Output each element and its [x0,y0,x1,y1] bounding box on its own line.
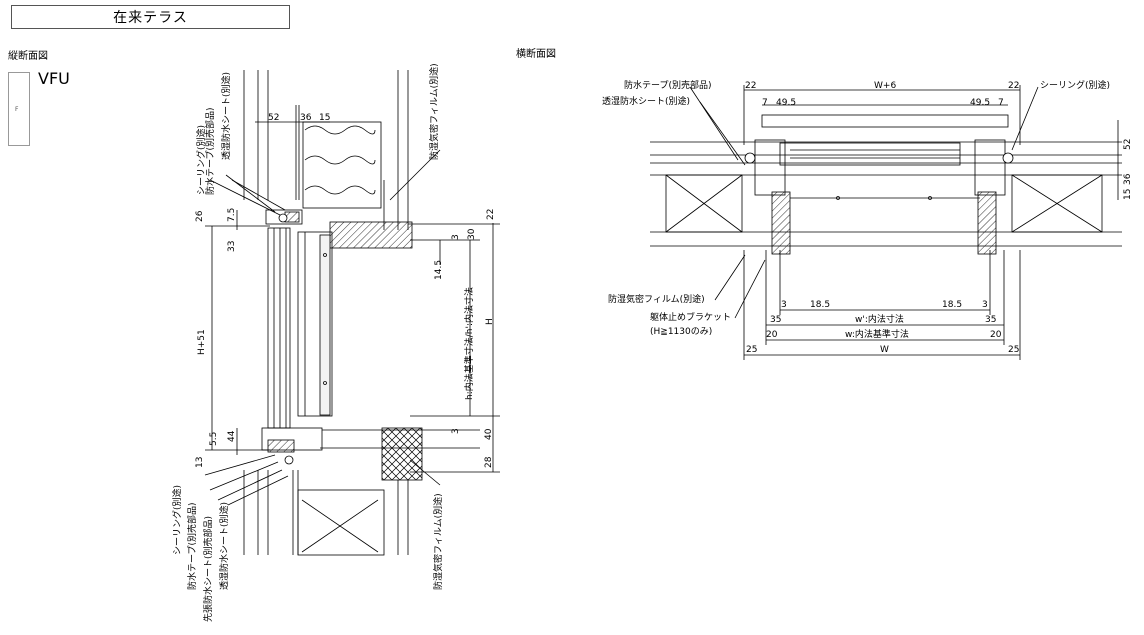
h-dim-52: 52 [1123,139,1133,150]
h-callout-bracket: 躯体止めブラケット [650,311,731,323]
v-dim-40: 40 [484,428,494,440]
h-callout-sealing: シーリング(別途) [1040,79,1110,91]
v-callout-film-bottom: 防湿気密フィルム(別途) [432,493,444,590]
h-dim-49-5-right: 49.5 [970,98,990,108]
h-dim-49-5-left: 49.5 [776,98,796,108]
h-dim-20-left: 20 [766,330,778,340]
v-callout-sheet-top: 透湿防水シート(別途) [220,72,232,160]
h-dim-18-5-left: 18.5 [810,300,830,310]
horizontal-section-labels: 防水テープ(別売部品) 透湿防水シート(別途) 防湿気密フィルム(別途) 躯体止… [602,79,1133,355]
v-callout-tape-bottom: 防水テープ(別売部品) [186,503,198,590]
h-dim-20-right: 20 [990,330,1002,340]
v-dim-h51: H+51 [197,329,207,355]
h-dim-W: W [880,345,889,355]
h-dim-22-right: 22 [1008,81,1019,91]
v-dim-3-bottom: 3 [451,428,461,434]
h-dim-w-std: w:内法基準寸法 [845,328,909,340]
h-dim-W6: W+6 [874,81,896,91]
v-dim-7-5: 7.5 [227,208,237,222]
h-callout-bracket-note: (H≧1130のみ) [650,326,712,337]
h-dim-7-right: 7 [998,98,1004,108]
page-title: 在来テラス [11,5,290,29]
horizontal-section-label: 横断面図 [516,49,556,60]
v-dim-36: 36 [300,113,312,123]
v-dim-5-5: 5.5 [209,432,219,446]
v-dim-22: 22 [486,209,496,220]
v-callout-film-top: 防湿気密フィルム(別途) [428,63,440,160]
v-dim-52: 52 [268,113,279,123]
h-callout-film: 防湿気密フィルム(別途) [608,293,705,305]
v-callout-presheet-bottom: 先張防水シート(別売部品) [202,516,214,622]
v-dim-33: 33 [227,241,237,252]
v-callout-sealing-top: シーリング(別途) [195,125,207,195]
v-callout-sealing-bottom: シーリング(別途) [171,485,183,555]
horizontal-section [650,85,1122,360]
h-dim-7-left: 7 [762,98,768,108]
vertical-section-labels: シーリング(別途) 防水テープ(別売部品) 透湿防水シート(別途) 防湿気密フィ… [171,63,496,622]
h-dim-18-5-right: 18.5 [942,300,962,310]
h-dim-w-inner: w':内法寸法 [855,313,904,325]
v-dim-3-top: 3 [451,234,461,240]
h-dim-25-left: 25 [746,345,757,355]
vertical-section-label: 縦断面図 [8,51,48,62]
h-dim-3-left: 3 [781,300,787,310]
h-dim-3-right: 3 [982,300,988,310]
v-dim-44: 44 [227,430,237,442]
v-dim-15: 15 [319,113,330,123]
h-callout-tape: 防水テープ(別売部品) [624,79,711,91]
legend-swatch: F [8,72,30,146]
v-dim-H: H [485,318,495,325]
v-dim-14-5: 14.5 [434,260,444,280]
h-callout-sheet: 透湿防水シート(別途) [602,95,690,107]
h-dim-35-left: 35 [770,315,781,325]
v-callout-sheet-bottom: 透湿防水シート(別途) [218,502,230,590]
v-dim-13: 13 [195,457,205,468]
h-dim-35-right: 35 [985,315,996,325]
h-dim-25-right: 25 [1008,345,1019,355]
v-dim-26: 26 [195,210,205,222]
h-dim-22-left: 22 [745,81,756,91]
v-dim-h-inner: h:内法基準寸法/h':内法寸法 [463,287,475,400]
v-dim-28: 28 [484,456,494,468]
vertical-section [204,70,500,556]
v-dim-30: 30 [467,228,477,240]
h-dim-36: 36 [1123,173,1133,185]
legend-name: VFU [38,69,70,88]
v-callout-tape-top: 防水テープ(別売部品) [204,108,216,195]
legend-mark: F [15,106,19,113]
h-dim-15: 15 [1123,189,1133,200]
